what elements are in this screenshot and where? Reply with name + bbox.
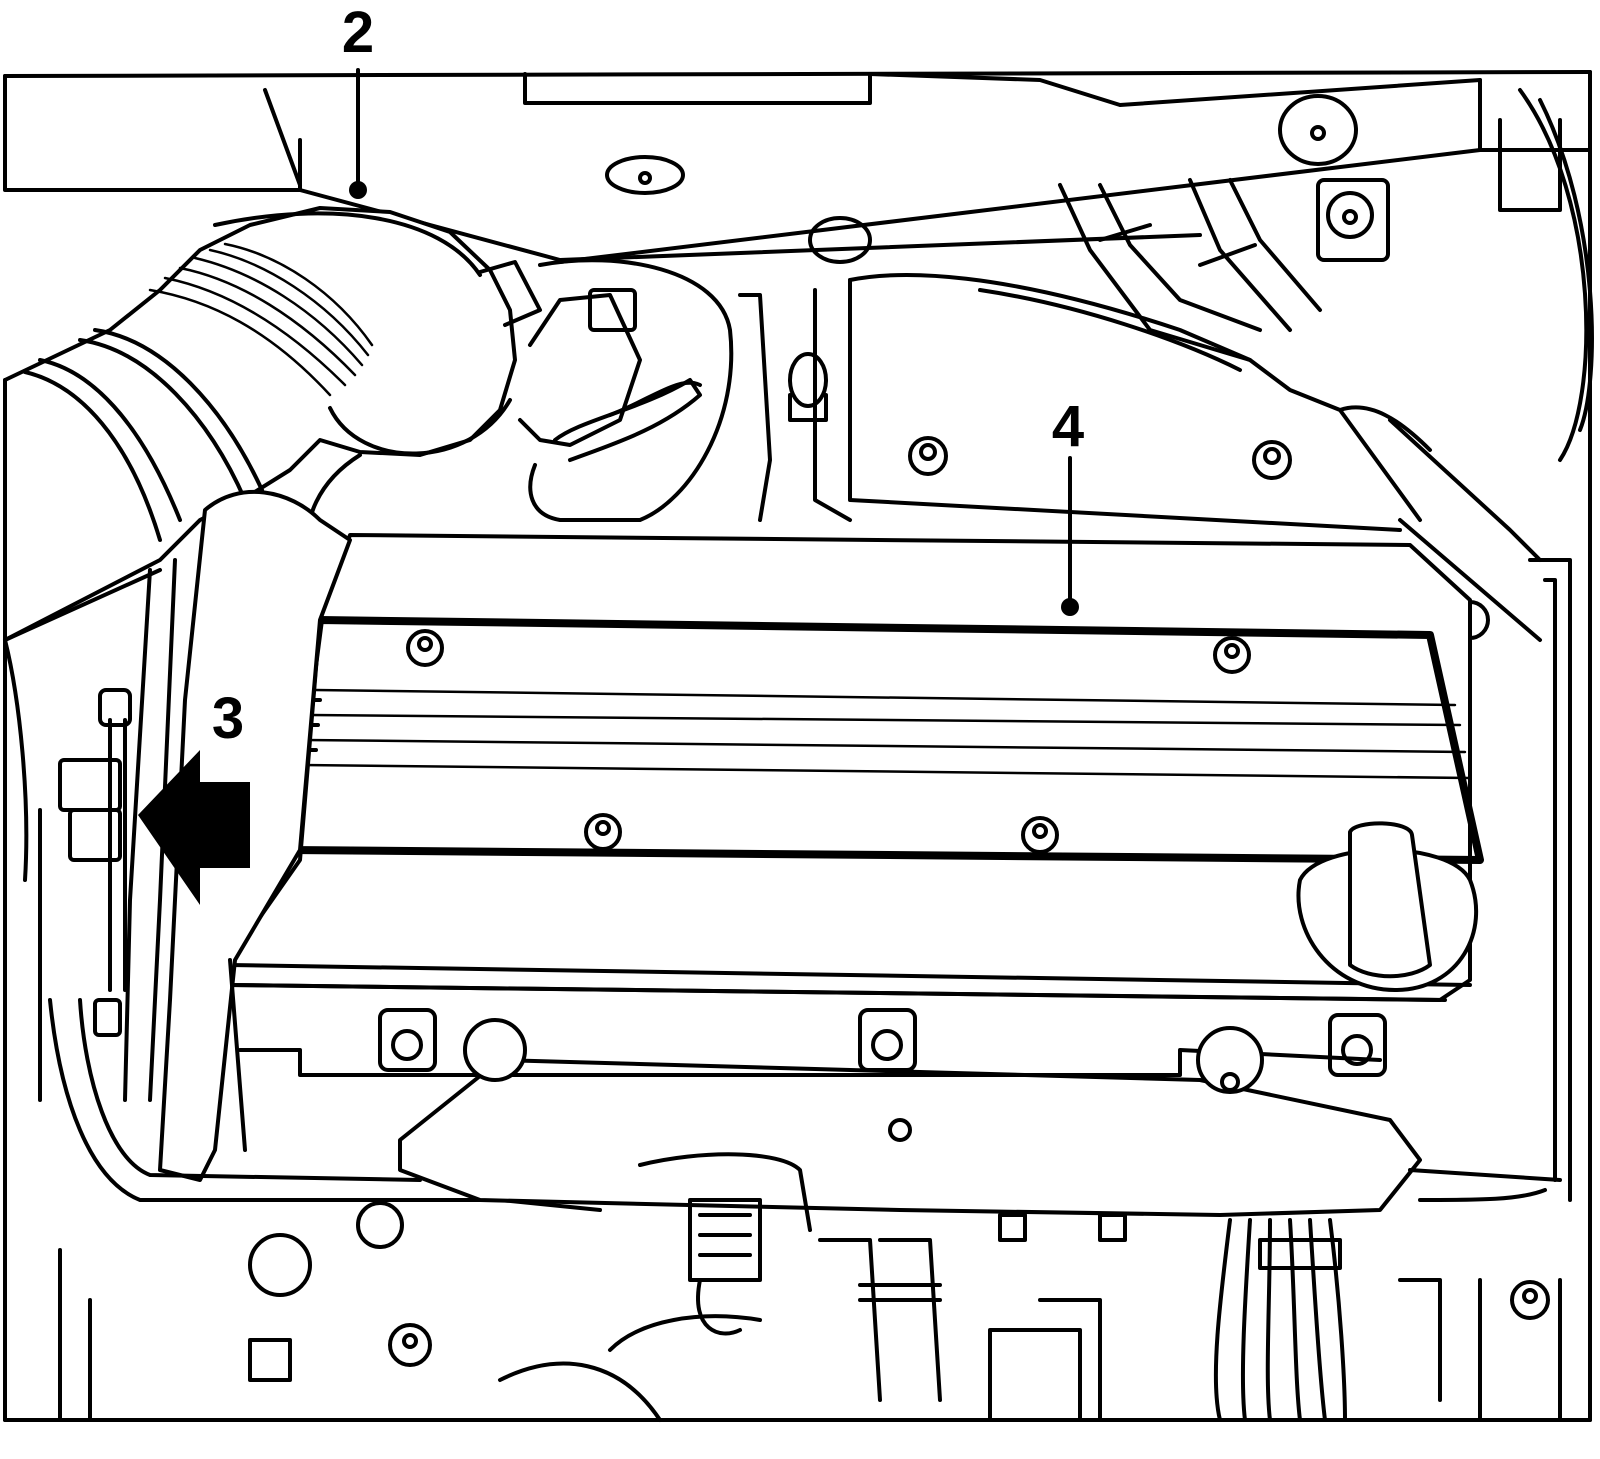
arrow-left-icon bbox=[138, 750, 250, 905]
engine-cover bbox=[228, 533, 1484, 1002]
cylinder-head-housing bbox=[813, 273, 1542, 642]
intake-manifold bbox=[238, 1008, 1422, 1242]
sensor-connector bbox=[518, 258, 828, 522]
callout-label-4: 4 bbox=[1052, 394, 1084, 459]
air-duct bbox=[123, 489, 352, 1182]
callout-leader-4 bbox=[1061, 456, 1079, 616]
air-intake-hose bbox=[3, 206, 542, 642]
coolant-pipe-left bbox=[3, 638, 602, 1212]
callout-label-3: 3 bbox=[212, 686, 244, 751]
callout-leader-2 bbox=[349, 68, 367, 199]
coolant-hoses bbox=[1058, 88, 1594, 462]
oil-filler-cap bbox=[1296, 821, 1479, 992]
image-frame bbox=[3, 70, 1592, 1422]
callout-label-2: 2 bbox=[342, 0, 374, 65]
